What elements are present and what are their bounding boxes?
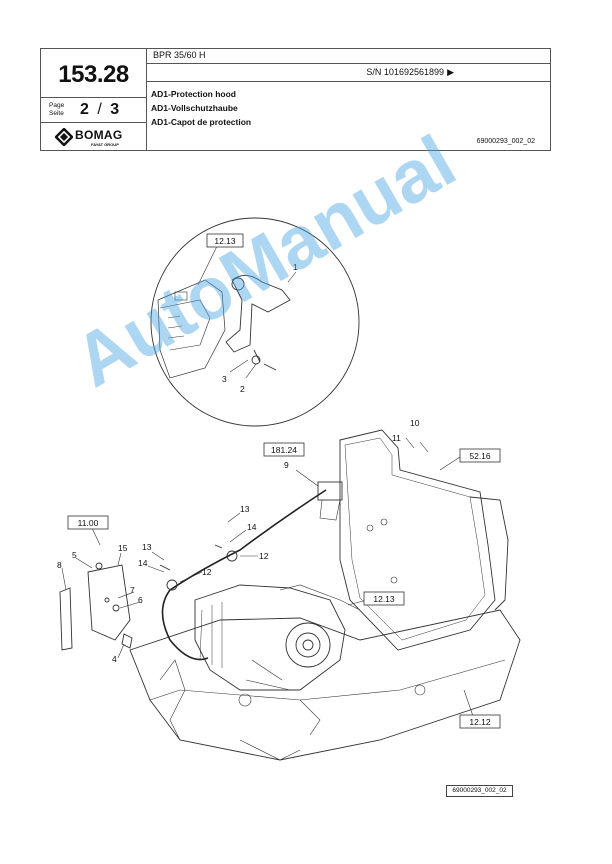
page-current: 2 — [80, 101, 89, 118]
ref-box — [206, 233, 244, 248]
callout: 13 — [240, 504, 250, 514]
bomag-diamond-icon — [55, 128, 73, 146]
footer-reference: 69000293_002_02 — [446, 785, 513, 797]
callout: 12 — [259, 551, 269, 561]
model-name: BPR 35/60 H — [153, 50, 206, 60]
serial-number: S/N 101692561899 — [366, 67, 444, 77]
serial-arrow-icon: ▶ — [447, 67, 454, 77]
page-code: 153.28 — [58, 61, 129, 88]
ref-box — [67, 515, 109, 530]
cover-plate — [59, 544, 223, 651]
ref-label: 12.13 — [214, 236, 236, 246]
ref-box — [459, 714, 501, 729]
callout: 3 — [222, 374, 227, 384]
header-divider — [146, 49, 147, 150]
ref-label: 11.00 — [78, 518, 99, 528]
page-total: 3 — [110, 101, 120, 118]
page-separator: / — [97, 101, 102, 118]
page-label-en: Page — [49, 102, 65, 109]
reference-boxes: 12.13 181.24 52.16 11.00 12.13 12.12 — [67, 233, 501, 729]
bomag-logo: BOMAG FAYAT GROUP — [55, 128, 139, 148]
callout: 14 — [138, 558, 148, 568]
callout: 7 — [130, 585, 135, 595]
ref-box — [263, 442, 305, 457]
header-row-line — [146, 63, 550, 64]
callout: 13 — [142, 542, 152, 552]
callout: 6 — [138, 595, 143, 605]
header-row-line — [41, 122, 146, 123]
header-row-line — [146, 81, 550, 82]
page-count: 2 / 3 — [80, 101, 119, 119]
brand-name: BOMAG — [75, 128, 123, 142]
callout: 1 — [293, 262, 298, 272]
ref-box — [459, 448, 501, 463]
ref-label: 52.16 — [469, 451, 491, 461]
page-label: Page Seite — [49, 102, 64, 118]
ref-label: 12.12 — [469, 717, 491, 727]
title-de: AD1-Vollschutzhaube — [151, 103, 238, 113]
header-row-line — [41, 97, 146, 98]
ref-label: 12.13 — [373, 594, 395, 604]
detail-circle — [150, 217, 360, 427]
machine-frame — [129, 429, 521, 761]
callout: 8 — [57, 560, 62, 570]
cable-clips — [166, 481, 343, 591]
callout: 12 — [202, 567, 212, 577]
callout-numbers: 1 2 3 11 10 9 13 14 12 15 5 8 7 6 4 13 1… — [57, 262, 420, 664]
title-en: AD1-Protection hood — [151, 89, 236, 99]
callout: 15 — [118, 543, 128, 553]
callout: 2 — [240, 384, 245, 394]
callout: 11 — [392, 433, 401, 443]
cable-route — [161, 489, 327, 661]
engine-assembly — [194, 584, 361, 691]
part-titles: AD1-Protection hood AD1-Vollschutzhaube … — [151, 87, 251, 129]
callout: 5 — [72, 550, 77, 560]
title-fr: AD1-Capot de protection — [151, 117, 252, 127]
ref-box — [363, 591, 405, 606]
callout: 14 — [247, 522, 257, 532]
ref-label: 181.24 — [271, 445, 297, 455]
header-table: BPR 35/60 H S/N 101692561899 ▶ AD1-Prote… — [40, 48, 551, 151]
callout: 10 — [410, 418, 420, 428]
leader-lines — [61, 271, 475, 720]
page-label-de: Seite — [49, 110, 64, 117]
doc-number: 69000293_002_02 — [476, 138, 535, 145]
callout: 4 — [112, 654, 117, 664]
callout: 9 — [284, 460, 289, 470]
brand-subtitle: FAYAT GROUP — [91, 142, 119, 147]
